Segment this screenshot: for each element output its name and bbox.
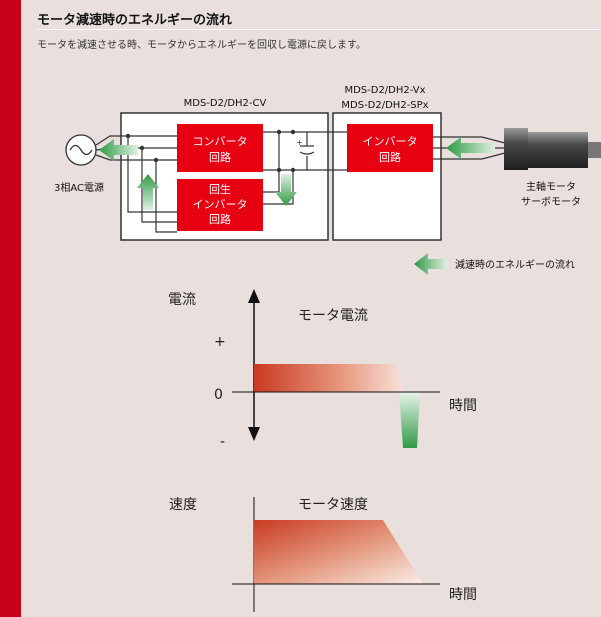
flow-arrow-to-source (99, 139, 138, 161)
current-xlabel: 時間 (449, 398, 477, 414)
current-zero: 0 (214, 387, 223, 403)
inverter-block (347, 124, 433, 172)
current-y-arrow-up (248, 289, 260, 303)
legend-arrow-icon (414, 253, 447, 275)
current-plus: + (214, 334, 226, 350)
speed-ylabel: 速度 (169, 497, 197, 513)
legend-label: 減速時のエネルギーの流れ (455, 258, 575, 271)
flow-arrow-up (137, 174, 159, 210)
motor-label-2: サーボモータ (521, 196, 581, 208)
current-minus: - (220, 434, 225, 450)
speed-title: モータ速度 (298, 497, 368, 513)
inverter-label-1: インバータ (363, 135, 418, 148)
page-title: モータ減速時のエネルギーの流れ (37, 13, 233, 28)
speed-xlabel: 時間 (449, 587, 477, 603)
title-divider (37, 29, 601, 30)
page-subtitle: モータを減速させる時、モータからエネルギーを回収し電源に戻します。 (37, 40, 366, 51)
current-title: モータ電流 (298, 308, 368, 324)
power-source-label: 3相AC電源 (54, 181, 104, 194)
regen-tap-lines (127, 136, 177, 233)
flow-arrow-down (275, 174, 297, 206)
flow-arrow-into-inverter (446, 137, 495, 159)
motor-icon (504, 128, 601, 170)
regen-label-1: 回生 (209, 182, 231, 196)
sp-unit-label-1: MDS-D2/DH2-Vx (344, 85, 425, 96)
speed-profile-area (254, 520, 423, 584)
converter-label-2: 回路 (209, 151, 231, 164)
sine-wave-icon (69, 144, 93, 156)
regen-label-3: 回路 (209, 213, 231, 226)
regen-label-2: インバータ (193, 198, 248, 211)
cv-unit-label: MDS-D2/DH2-CV (184, 98, 267, 109)
inverter-label-2: 回路 (379, 151, 401, 164)
current-y-arrow-down (248, 427, 260, 441)
current-ylabel: 電流 (168, 292, 196, 308)
motor-label-1: 主軸モータ (526, 180, 576, 193)
converter-label-1: コンバータ (193, 135, 248, 148)
sp-unit-label-2: MDS-D2/DH2-SPx (341, 100, 428, 111)
current-positive-area (254, 364, 404, 392)
current-negative-area (399, 392, 420, 448)
left-accent-bar (0, 0, 21, 617)
converter-block (177, 124, 263, 172)
capacitor-plus: + (296, 138, 303, 147)
regen-inverter-block (177, 179, 263, 231)
